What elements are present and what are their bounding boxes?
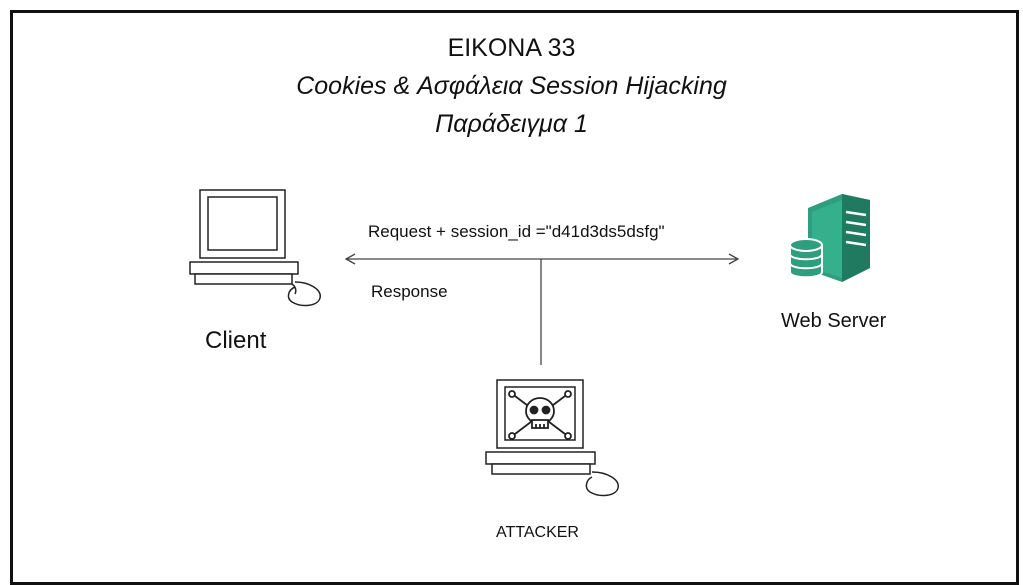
request-label: Request + session_id ="d41d3ds5dsfg" [368,222,665,241]
client-label: Client [205,327,267,354]
attacker-computer-icon [485,379,619,497]
figure-subtitle-2: Παράδειγμα 1 [435,110,588,138]
attacker-label: ATTACKER [496,524,579,541]
connection-lines [344,253,740,365]
client-computer-icon [189,189,321,307]
diagram-canvas [189,189,870,497]
figure-title: EIKONA 33 [447,34,576,62]
skull-crossbones-icon [508,390,572,440]
figure-subtitle: Cookies & Ασφάλεια Session Hijacking [296,72,727,100]
server-database-icon [789,194,870,282]
web-server-label: Web Server [781,310,887,332]
response-label: Response [371,282,448,301]
